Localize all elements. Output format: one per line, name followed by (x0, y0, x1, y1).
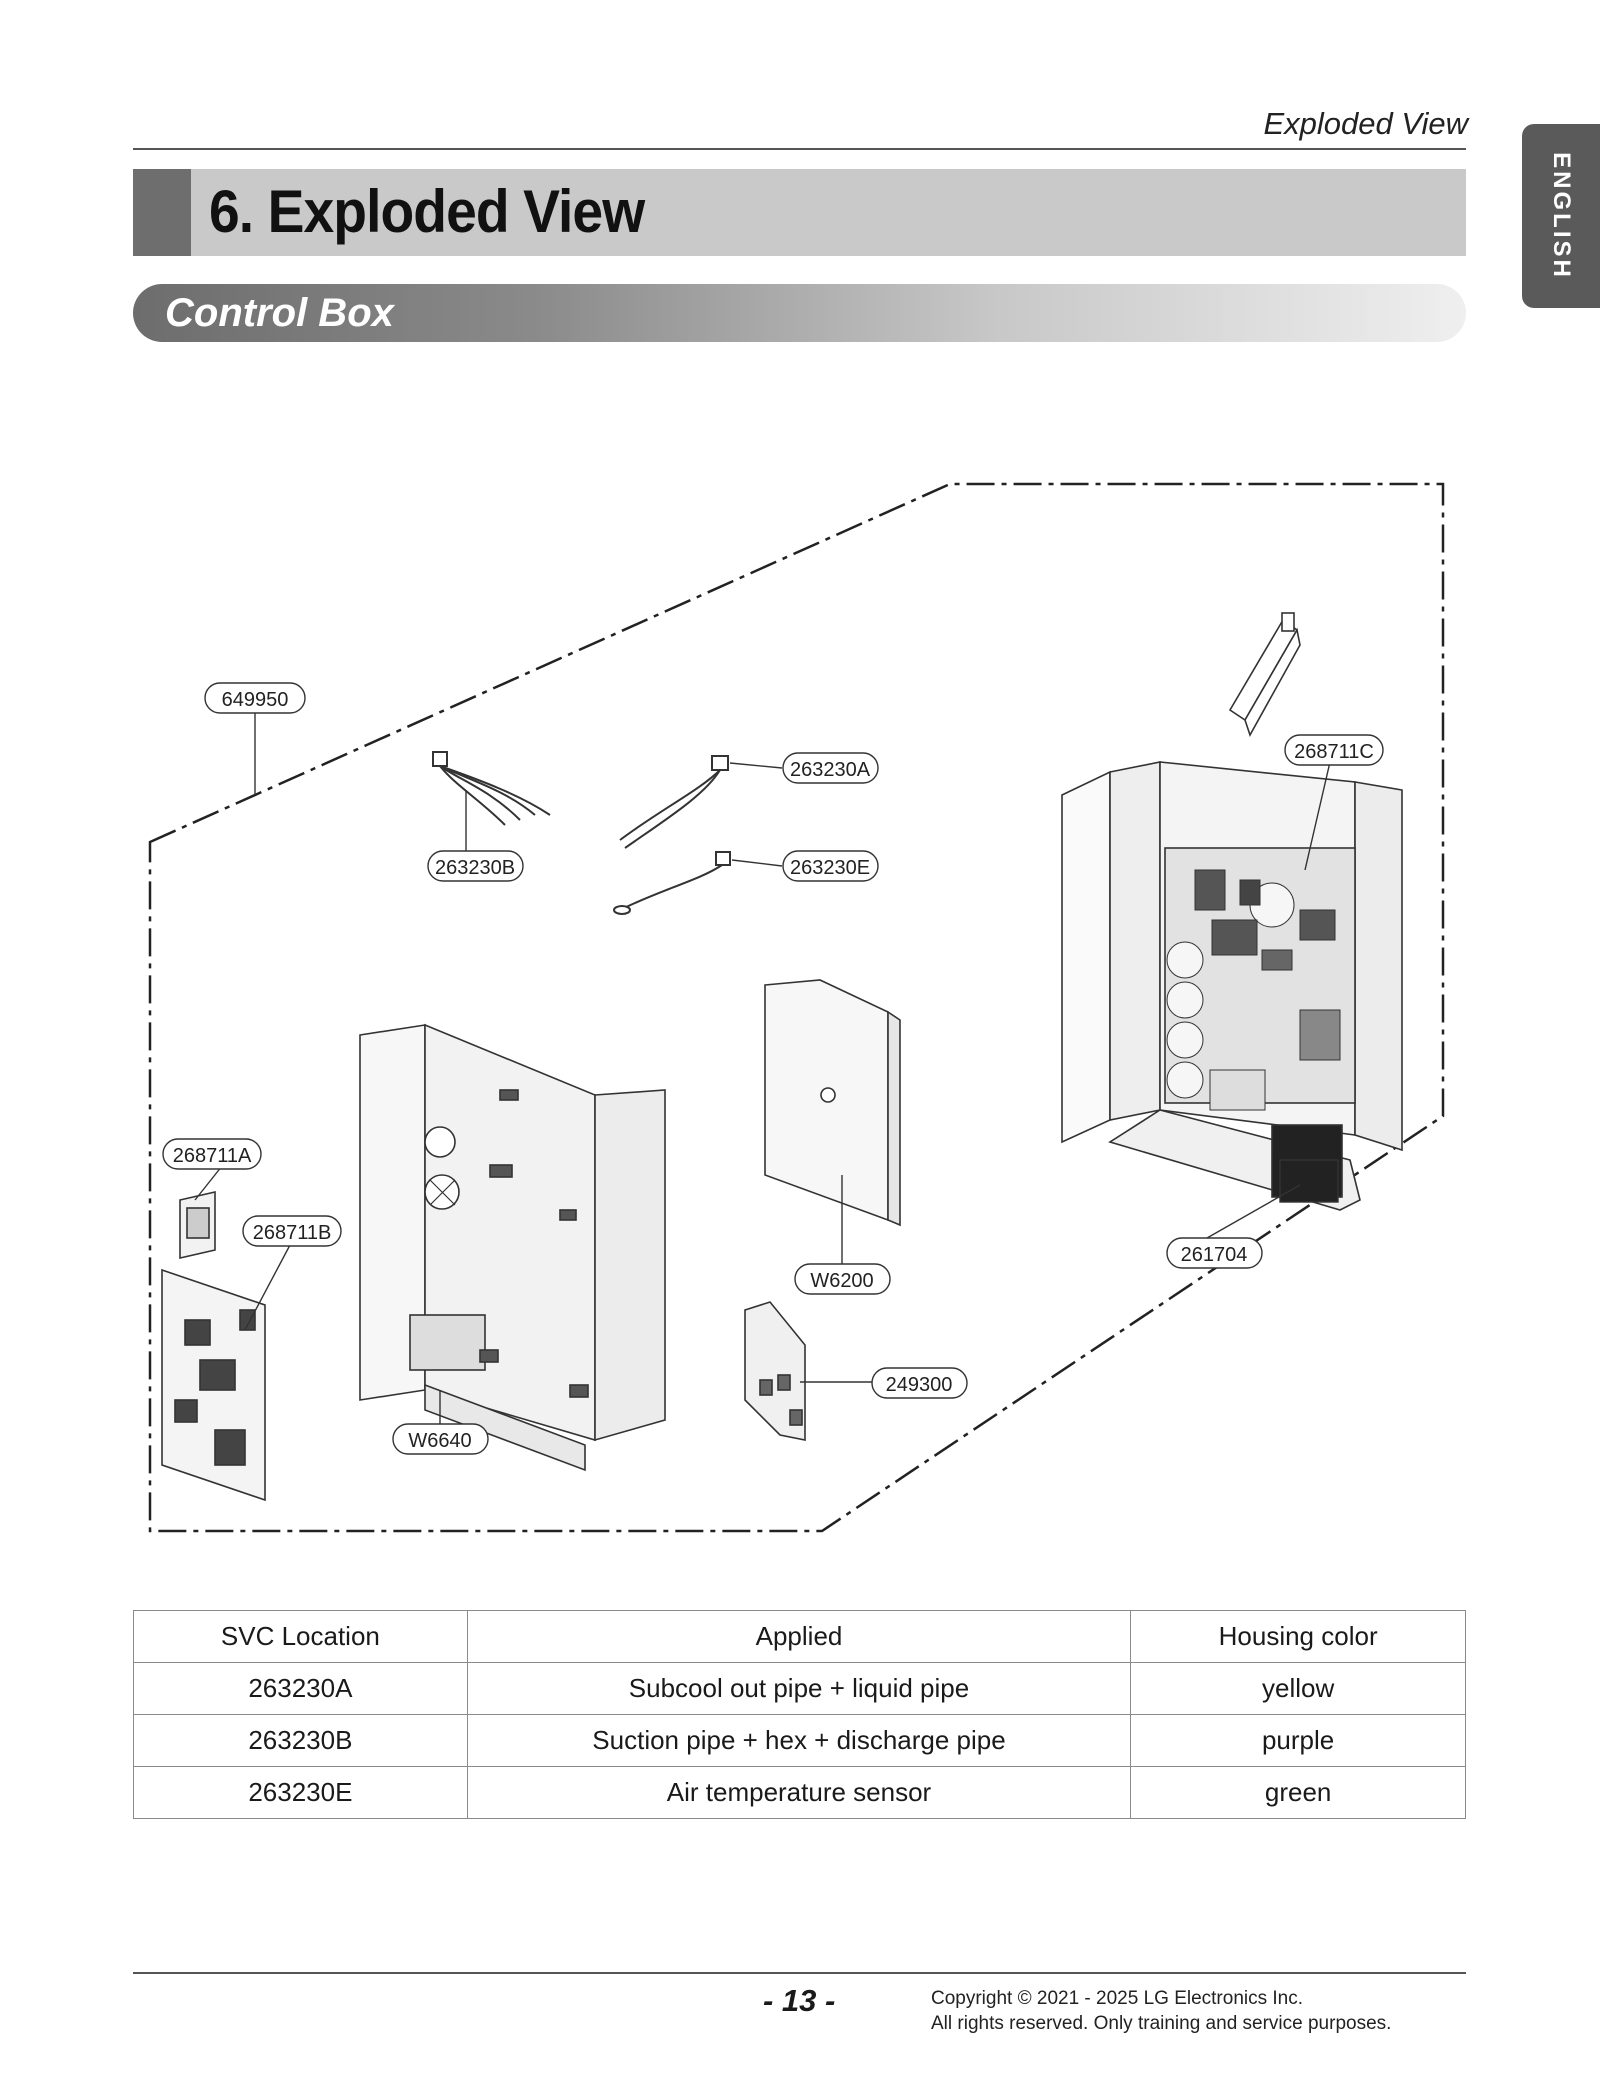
callout-label: 268711C (1294, 741, 1374, 763)
footer-rule (133, 1972, 1466, 1974)
pcb-268711A-part (179, 1190, 216, 1260)
table-header-cell: SVC Location (133, 1610, 468, 1663)
callout-label: W6200 (810, 1270, 873, 1292)
section-title: 6. Exploded View (209, 178, 645, 245)
table-cell: yellow (1130, 1662, 1466, 1715)
language-tab[interactable]: ENGLISH (1522, 124, 1600, 308)
callout-W6640[interactable]: W6640 (392, 1423, 489, 1455)
running-header: Exploded View (1263, 106, 1468, 141)
section-title-bar: 6. Exploded View (133, 169, 1466, 256)
copyright-line-2: All rights reserved. Only training and s… (931, 2013, 1392, 2034)
callout-263230B[interactable]: 263230B (427, 850, 524, 882)
top-bracket-part (1228, 612, 1301, 737)
callout-label: W6640 (408, 1430, 471, 1452)
table-cell: green (1130, 1766, 1466, 1819)
table-cell: 263230A (133, 1662, 468, 1715)
table-row: 263230B Suction pipe + hex + discharge p… (133, 1714, 1466, 1767)
chassis-W6640-part (359, 1023, 666, 1472)
pcb-268711B-part (161, 1268, 266, 1502)
table-header-cell: Applied (466, 1610, 1132, 1663)
table-row: 263230A Subcool out pipe + liquid pipe y… (133, 1662, 1466, 1715)
copyright-notice: Copyright © 2021 - 2025 LG Electronics I… (931, 1986, 1391, 2036)
main-control-box-part (1061, 761, 1403, 1211)
table-cell: Air temperature sensor (466, 1766, 1132, 1819)
table-cell: 263230B (133, 1714, 468, 1767)
callout-261704[interactable]: 261704 (1166, 1237, 1263, 1269)
callout-649950[interactable]: 649950 (204, 682, 306, 714)
sensor-263230E-part (613, 851, 731, 915)
table-header-row: SVC Location Applied Housing color (133, 1610, 1466, 1663)
reactor-261704-part (1279, 1159, 1339, 1203)
callout-label: 268711B (253, 1222, 332, 1244)
callout-label: 263230A (790, 759, 871, 781)
callout-label: 649950 (222, 689, 289, 711)
sensor-location-table: SVC Location Applied Housing color 26323… (133, 1610, 1466, 1819)
table-cell: purple (1130, 1714, 1466, 1767)
callout-W6200[interactable]: W6200 (794, 1263, 891, 1295)
table-cell: Suction pipe + hex + discharge pipe (466, 1714, 1132, 1767)
callout-label: 268711A (173, 1145, 252, 1167)
sensor-263230A-part (619, 755, 729, 849)
callout-268711C[interactable]: 268711C (1284, 734, 1384, 766)
header-rule (133, 148, 1466, 150)
section-bar-accent (133, 169, 191, 256)
table-row: 263230E Air temperature sensor green (133, 1766, 1466, 1819)
table-cell: Subcool out pipe + liquid pipe (466, 1662, 1132, 1715)
table-header-cell: Housing color (1130, 1610, 1466, 1663)
page-number: - 13 - (763, 1983, 836, 2018)
subsection-title: Control Box (165, 291, 394, 335)
sensor-263230B-part (432, 751, 551, 826)
assembly-boundary (148, 482, 1445, 1533)
callout-label: 263230B (435, 857, 515, 879)
leader-lines (194, 712, 1331, 1425)
callout-263230A[interactable]: 263230A (782, 752, 879, 784)
callout-label: 249300 (886, 1374, 953, 1396)
terminal-block-249300-part (744, 1301, 806, 1441)
subsection-pill: Control Box (133, 284, 1466, 342)
callout-label: 263230E (790, 857, 870, 879)
callout-249300[interactable]: 249300 (871, 1367, 968, 1399)
copyright-line-1: Copyright © 2021 - 2025 LG Electronics I… (931, 1988, 1304, 2009)
table-cell: 263230E (133, 1766, 468, 1819)
callout-label: 261704 (1181, 1244, 1248, 1266)
cover-W6200-part (764, 979, 901, 1227)
callout-268711A[interactable]: 268711A (162, 1138, 262, 1170)
callout-263230E[interactable]: 263230E (782, 850, 879, 882)
callout-268711B[interactable]: 268711B (242, 1215, 342, 1247)
